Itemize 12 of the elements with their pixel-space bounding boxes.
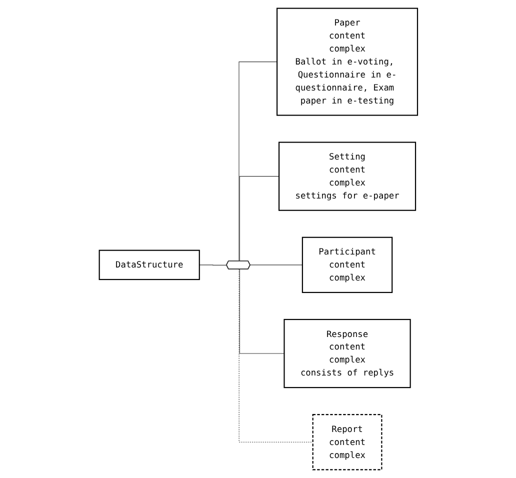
node-box: Report content complex [312,414,382,470]
node-box: Paper content complex Ballot in e-voting, Questionnaire in e-questionnaire, Exam paper in e-testing [276,8,418,116]
node-box: Response content complex consists of replys [283,318,410,388]
connector [238,268,284,354]
connector [238,176,279,262]
connector [238,268,313,442]
node-box: Participant content complex [301,236,392,294]
connector [250,264,302,266]
connector [238,62,277,262]
node-box: DataStructure [98,250,200,280]
node-box: Setting content complex settings for e-paper [278,142,416,211]
connector [198,264,227,266]
